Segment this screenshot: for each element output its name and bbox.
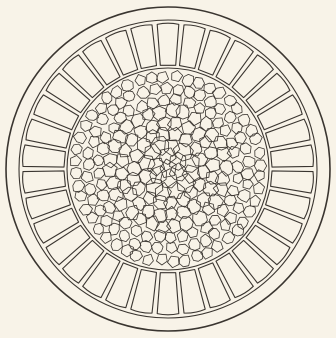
- peripheral-cell: [157, 273, 179, 315]
- peripheral-cell: [157, 23, 179, 65]
